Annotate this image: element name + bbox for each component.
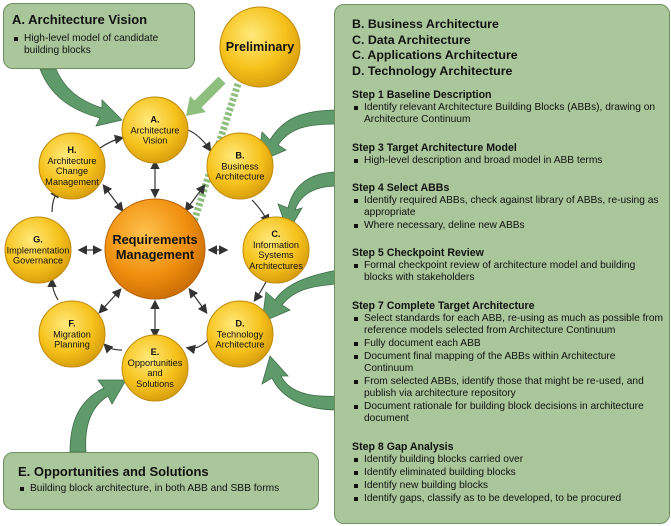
- step-heading: Step 4 Select ABBs: [352, 182, 450, 194]
- node-c-label: C. Information Systems Architectures: [249, 229, 303, 271]
- node-g-label: G. Implementation Governance: [7, 234, 70, 266]
- step-bullet: From selected ABBs, identify those that …: [352, 376, 664, 400]
- step-bullet: Fully document each ABB: [352, 338, 664, 350]
- step-5: Step 5 Checkpoint Review Formal checkpoi…: [352, 247, 664, 284]
- node-c-letter: C.: [271, 229, 281, 239]
- step-bullet: Identify relevant Architecture Building …: [352, 102, 664, 126]
- node-g-letter: G.: [33, 234, 43, 245]
- step-heading: Step 7 Complete Target Architecture: [352, 300, 535, 312]
- callout-arrow-a: [39, 68, 123, 127]
- circle-e: [121, 334, 189, 402]
- step-bullet: High-level description and broad model i…: [352, 155, 664, 167]
- step-heading: Step 1 Baseline Description: [352, 89, 492, 101]
- circle-f: [38, 300, 106, 368]
- step-7: Step 7 Complete Target Architecture Sele…: [352, 300, 664, 425]
- node-d-line2: Architecture: [215, 339, 265, 350]
- center-line1: Requirements: [112, 232, 198, 247]
- node-g-line1: Implementation: [6, 244, 70, 255]
- step-3: Step 3 Target Architecture Model High-le…: [352, 142, 664, 167]
- node-h-line2: Change: [55, 166, 89, 176]
- node-d-label: D. Technology Architecture: [215, 318, 264, 350]
- step-bullet: Identify required ABBs, check against li…: [352, 195, 664, 219]
- step-bullet: Select standards for each ABB, re-using …: [352, 313, 664, 337]
- circle-preliminary: [219, 6, 301, 88]
- step-bullet: Identify eliminated building blocks: [352, 467, 664, 479]
- center-line2: Management: [115, 247, 195, 262]
- preliminary-label: Preliminary: [225, 40, 295, 54]
- node-c-line1: Information: [253, 239, 299, 250]
- step-bullet: Formal checkpoint review of architecture…: [352, 260, 664, 284]
- panel-e-title: E. Opportunities and Solutions: [18, 464, 209, 479]
- phase-title-2: C. Applications Architecture: [352, 48, 518, 62]
- phase-title-1: C. Data Architecture: [352, 32, 471, 47]
- step-heading: Step 3 Target Architecture Model: [352, 142, 517, 154]
- prelim-arrow-a: [192, 76, 226, 110]
- panel-architecture-vision: A. Architecture Vision High-level model …: [3, 3, 195, 69]
- node-a-line1: Architecture: [130, 124, 180, 135]
- node-e-line2: and: [147, 368, 163, 378]
- panel-opportunities-solutions: E. Opportunities and Solutions Building …: [3, 452, 319, 510]
- step-bullet: Where necessary, deline new ABBs: [352, 220, 664, 232]
- step-bullet: Identify gaps, classify as to be develop…: [352, 493, 664, 505]
- center-spokes: [77, 159, 229, 339]
- step-bullet: Identify building blocks carried over: [352, 454, 664, 466]
- node-g-line2: Governance: [12, 255, 64, 266]
- phase-list: B. Business Architecture C. Data Archite…: [352, 17, 518, 79]
- node-e-line1: Opportunities: [127, 357, 183, 368]
- panel-a-title: A. Architecture Vision: [12, 12, 148, 27]
- circle-d: [206, 300, 274, 368]
- phase-title-3: D. Technology Architecture: [352, 63, 513, 78]
- circle-requirements: [104, 198, 206, 300]
- node-c-line3: Architectures: [249, 260, 303, 271]
- circle-b: [206, 132, 274, 200]
- circle-c: [242, 216, 310, 284]
- requirements-management-label: Requirements Management: [112, 232, 197, 262]
- step-bullet: Document rationale for building block de…: [352, 401, 664, 425]
- panel-e-bullet: Building block architecture, in both ABB…: [18, 483, 330, 495]
- node-b-letter: B.: [235, 150, 245, 161]
- node-a-letter: A.: [150, 114, 160, 125]
- node-b-line1: Business: [221, 160, 259, 171]
- step-heading: Step 8 Gap Analysis: [352, 441, 454, 453]
- step-bullet: Document final mapping of the ABBs withi…: [352, 351, 664, 375]
- node-f-letter: F.: [68, 318, 76, 329]
- node-a-label: A. Architecture Vision: [130, 114, 179, 146]
- node-e-line3: Solutions: [136, 378, 174, 389]
- circle-h: [38, 132, 106, 200]
- circle-g: [4, 216, 72, 284]
- node-c-line2: Systems: [258, 250, 294, 260]
- panel-building-block-steps: B. Business Architecture C. Data Archite…: [334, 4, 670, 524]
- node-f-line2: Planning: [54, 339, 90, 350]
- step-4: Step 4 Select ABBs Identify required ABB…: [352, 182, 664, 232]
- node-f-line1: Migration: [53, 328, 91, 339]
- step-8: Step 8 Gap Analysis Identify building bl…: [352, 441, 664, 505]
- step-1: Step 1 Baseline Description Identify rel…: [352, 89, 664, 126]
- node-b-line2: Architecture: [215, 171, 265, 182]
- node-h-line3: Management: [45, 176, 99, 187]
- node-e-label: E. Opportunities and Solutions: [128, 347, 183, 389]
- node-h-label: H. Architecture Change Management: [45, 145, 99, 187]
- node-b-label: B. Business Architecture: [215, 150, 264, 182]
- node-f-label: F. Migration Planning: [53, 318, 91, 350]
- node-h-letter: H.: [67, 145, 77, 155]
- circle-a: [121, 96, 189, 164]
- panel-a-bullet: High-level model of candidate building b…: [12, 33, 194, 57]
- node-h-line1: Architecture: [47, 155, 97, 166]
- step-heading: Step 5 Checkpoint Review: [352, 247, 484, 259]
- callout-arrow-e-left: [69, 379, 127, 453]
- step-bullet: Identify new building blocks: [352, 480, 664, 492]
- phase-title-0: B. Business Architecture: [352, 17, 499, 31]
- callout-arrow-e-right: [261, 355, 339, 411]
- node-d-line1: Technology: [216, 328, 264, 339]
- node-a-line2: Vision: [142, 135, 168, 146]
- node-e-letter: E.: [150, 347, 160, 357]
- node-d-letter: D.: [235, 318, 245, 329]
